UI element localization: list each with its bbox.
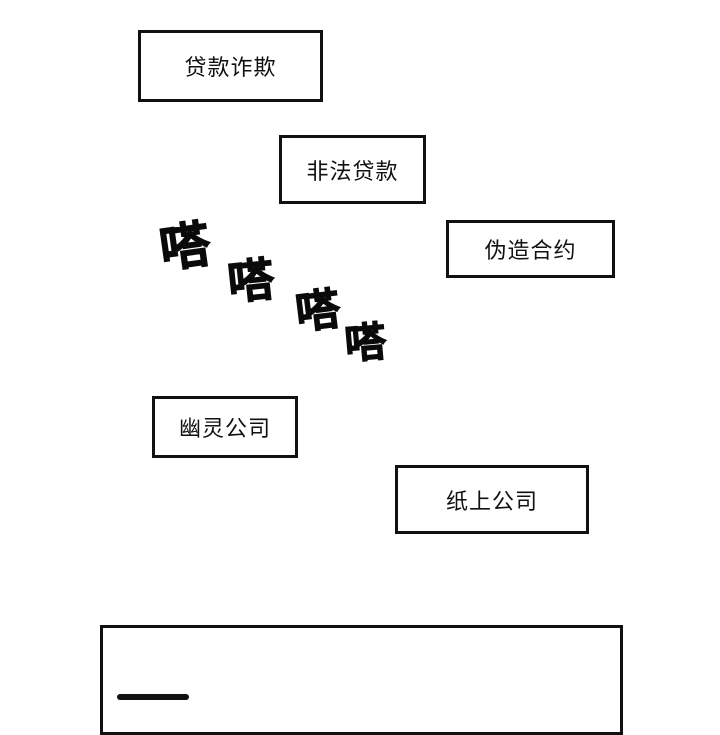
sound-effect-tap: 嗒	[292, 283, 343, 340]
caption-box-shell-company: 纸上公司	[395, 465, 589, 534]
sound-effect-tap: 嗒	[342, 317, 388, 370]
sound-effect-tap: 嗒	[225, 251, 278, 311]
sound-effect-tap: 嗒	[156, 214, 215, 280]
caption-text: 纸上公司	[445, 489, 538, 515]
caption-text: 贷款诈欺	[184, 56, 277, 81]
caption-box-ghost-company: 幽灵公司	[152, 396, 298, 458]
caption-text: 伪造合约	[484, 239, 577, 264]
next-comic-panel	[100, 625, 623, 735]
caption-box-illegal-loan: 非法贷款	[279, 135, 426, 204]
caption-text: 非法贷款	[306, 159, 399, 185]
caption-box-loan-fraud: 贷款诈欺	[138, 30, 323, 102]
caption-box-forged-contract: 伪造合约	[446, 220, 615, 278]
caption-text: 幽灵公司	[178, 417, 271, 442]
ink-stroke	[117, 694, 189, 700]
